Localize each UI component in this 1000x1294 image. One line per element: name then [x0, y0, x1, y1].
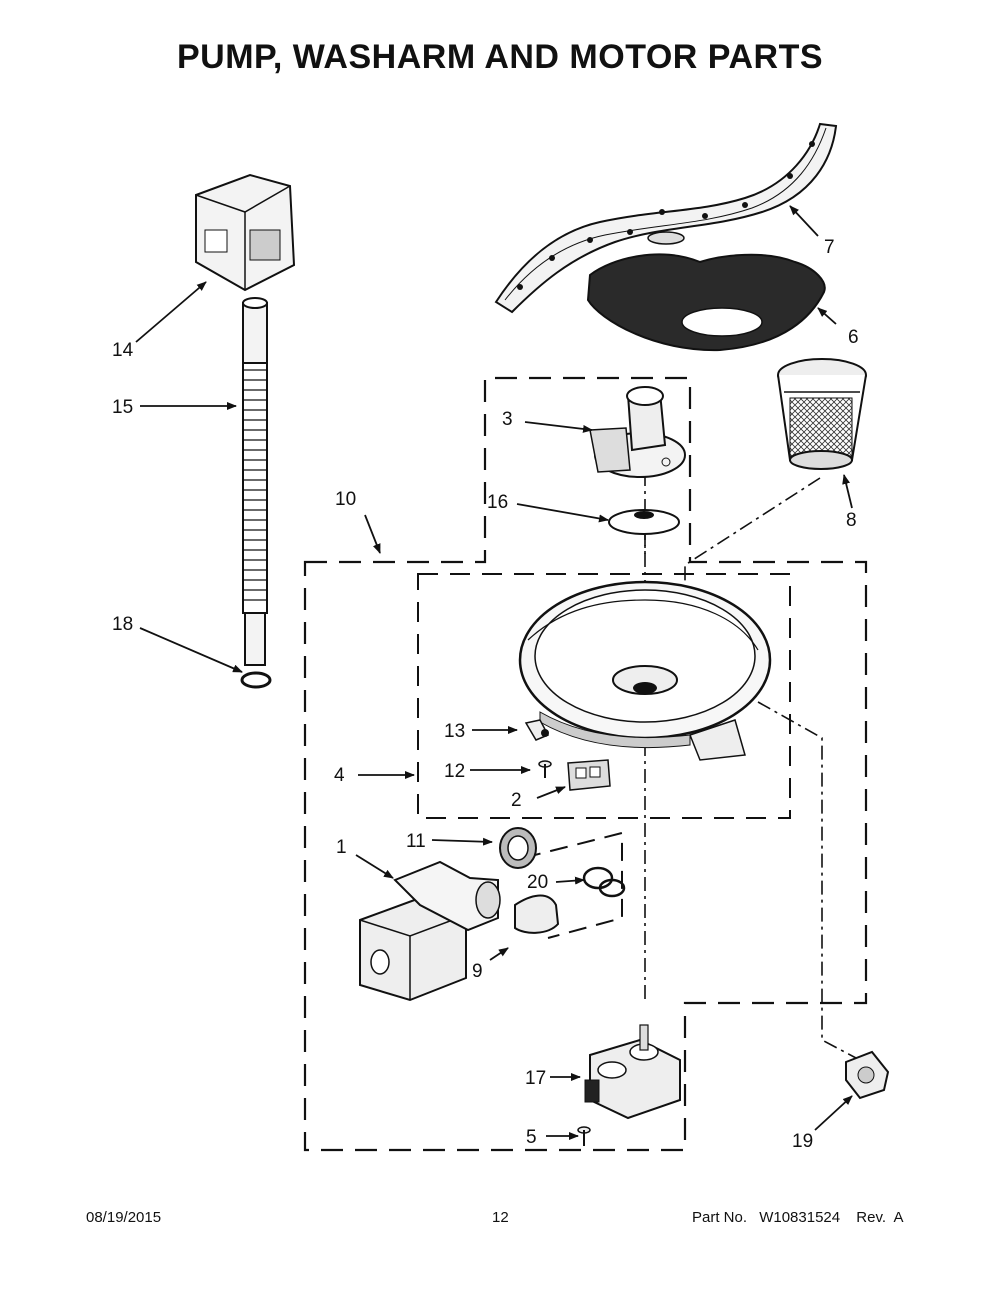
- sensor-part-13: [524, 719, 550, 741]
- switch-part-19: [845, 1050, 890, 1100]
- assembly-outline-10: [303, 376, 868, 1152]
- footer-part-info: Part No. W10831524 Rev. A: [692, 1209, 904, 1226]
- callout-19: 19: [792, 1131, 813, 1152]
- callout-15: 15: [112, 397, 133, 418]
- filter-part-8: [777, 358, 867, 470]
- callout-3: 3: [502, 409, 513, 430]
- leader-arrows: [135, 205, 853, 1140]
- cover-part-2: [567, 759, 611, 791]
- clamp-part-20: [582, 866, 626, 898]
- assembly-outline-9: [522, 831, 623, 939]
- part-label: Part No.: [692, 1209, 748, 1226]
- callout-14: 14: [112, 340, 134, 361]
- vent-part-14: [195, 173, 296, 292]
- footer-date: 08/19/2015: [86, 1209, 162, 1226]
- hose-part-15: [242, 297, 268, 666]
- callout-4: 4: [334, 765, 345, 786]
- callout-20: 20: [527, 872, 548, 893]
- footer-page-number: 12: [492, 1209, 509, 1226]
- callout-12: 12: [444, 761, 465, 782]
- clamp-part-18: [240, 671, 272, 689]
- screw-part-12: [538, 760, 552, 778]
- alignment-lines: [644, 472, 857, 1059]
- callout-10: 10: [335, 489, 356, 510]
- elbow-part-9: [514, 894, 560, 934]
- callout-9: 9: [472, 961, 483, 982]
- callout-6: 6: [848, 327, 859, 348]
- callout-1: 1: [336, 837, 347, 858]
- seal-part-16: [608, 509, 680, 535]
- callout-2: 2: [511, 790, 522, 811]
- revision: Rev. A: [856, 1209, 904, 1226]
- callout-16: 16: [487, 492, 508, 513]
- wash-arm-part-7: [494, 122, 838, 314]
- callout-17: 17: [525, 1068, 546, 1089]
- pump-motor-part-1: [359, 860, 501, 1002]
- deflector-part-6: [586, 253, 826, 352]
- part-number: W10831524: [759, 1209, 841, 1226]
- callout-11: 11: [406, 831, 426, 852]
- page-title: PUMP, WASHARM AND MOTOR PARTS: [176, 38, 824, 76]
- diverter-part-3: [589, 386, 686, 478]
- callout-5: 5: [526, 1127, 537, 1148]
- assembly-outline-4: [417, 573, 791, 819]
- callout-8: 8: [846, 510, 857, 531]
- callout-13: 13: [444, 721, 465, 742]
- sump-part-4: [518, 580, 772, 761]
- screw-part-5: [577, 1126, 591, 1146]
- callout-18: 18: [112, 614, 133, 635]
- callout-7: 7: [824, 237, 835, 258]
- seal-part-11: [499, 827, 537, 869]
- diverter-motor-part-17: [584, 1024, 681, 1120]
- callout-labels: 14 15 18 10 3 16 7 6 8 4 13 12 2 11 1 20…: [112, 237, 859, 1152]
